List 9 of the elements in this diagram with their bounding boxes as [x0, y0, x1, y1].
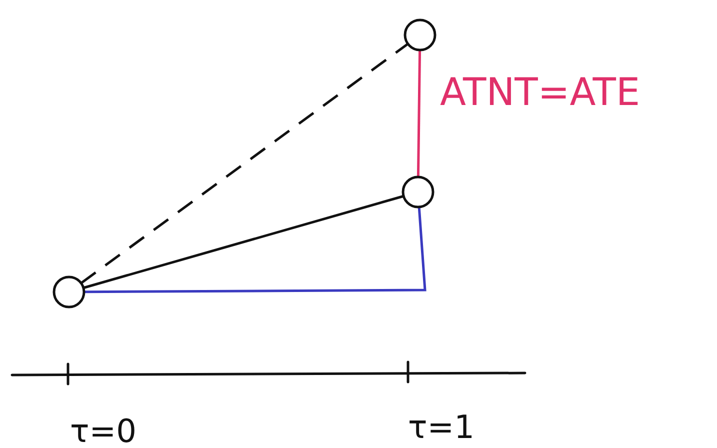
tick-label: τ=1: [408, 408, 474, 446]
circle-node: [51, 274, 87, 310]
line: [84, 206, 426, 294]
dashed-line: [80, 42, 409, 284]
line: [416, 50, 422, 178]
circle-node: [402, 17, 438, 53]
tick-label: τ=0: [70, 412, 136, 448]
circle-node: [400, 174, 436, 210]
line: [83, 194, 404, 290]
